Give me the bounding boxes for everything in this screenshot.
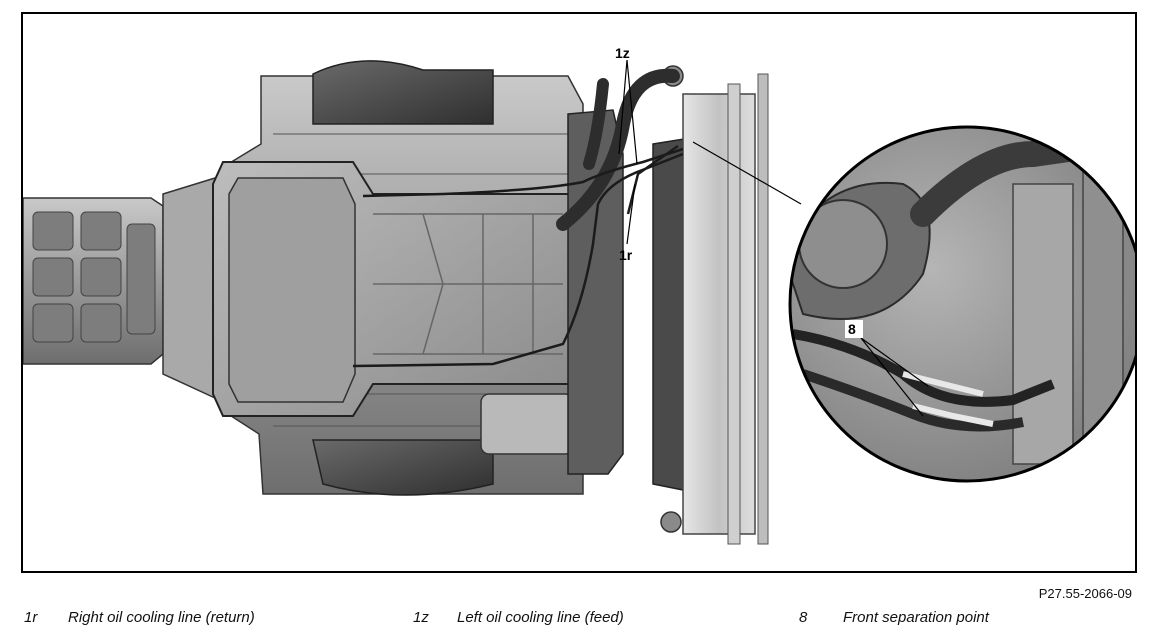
oil-cooling-lines [352,144,684,368]
engine-illustration: 1z 1r 8 [23,45,1135,545]
oil-pan [212,161,576,417]
figure-code: P27.55-2066-09 [1038,586,1132,601]
legend-code: 1z [413,609,429,626]
coolant-hoses [556,68,680,231]
legend-code: 1r [24,609,38,626]
radiator [660,65,769,545]
callout-leaders [618,59,802,245]
engine-illustration-frame: 1z 1r 8 [21,12,1137,573]
legend-text: Left oil cooling line (feed) [457,609,624,626]
legend-item: 1z Left oil cooling line (feed) [413,609,624,626]
ac-compressor [480,393,574,455]
callout-1r: 1r [619,247,633,263]
legend-code: 8 [799,609,808,626]
callout-1z: 1z [615,45,630,61]
legend-text: Front separation point [843,609,989,626]
legend-text: Right oil cooling line (return) [68,609,255,626]
detail-magnifier: 8 [788,125,1135,483]
callout-8: 8 [848,321,856,337]
legend-item: 1r Right oil cooling line (return) [24,609,255,626]
transmission-housing [23,197,164,365]
legend-item: 8 Front separation point [799,609,989,626]
